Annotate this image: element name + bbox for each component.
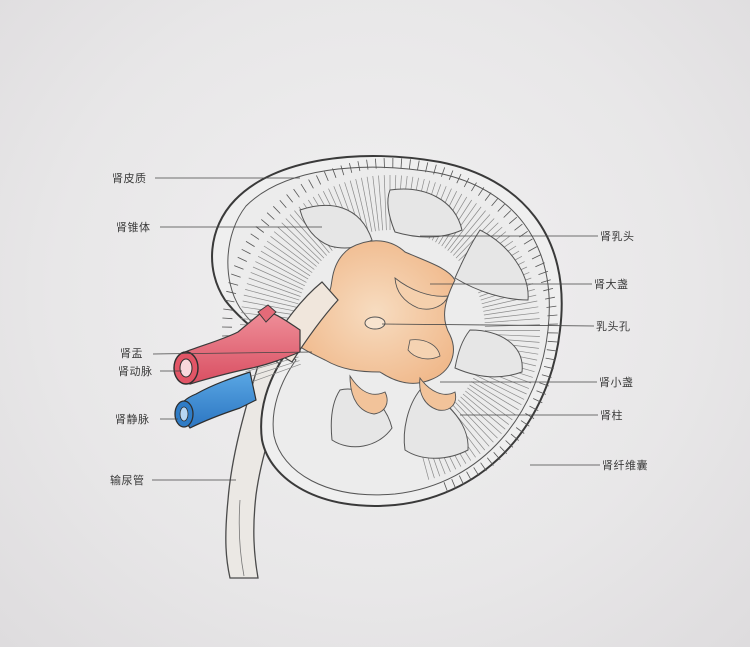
label-ureter: 输尿管: [110, 474, 145, 487]
label-renal-pelvis: 肾盂: [120, 347, 143, 360]
renal-vein-shape: [174, 371, 257, 429]
label-papillary-foramen: 乳头孔: [596, 320, 631, 333]
leader-lines: [152, 177, 600, 481]
renal-pelvis-area: [296, 240, 457, 415]
label-minor-calyx: 肾小盏: [599, 376, 634, 389]
renal-artery-shape: [173, 304, 301, 385]
label-renal-column: 肾柱: [600, 409, 623, 422]
label-renal-papilla: 肾乳头: [600, 230, 635, 243]
label-renal-cortex: 肾皮质: [112, 172, 147, 185]
label-renal-vein: 肾静脉: [115, 413, 150, 426]
label-renal-artery: 肾动脉: [118, 365, 153, 378]
label-renal-pyramid: 肾锥体: [116, 221, 151, 234]
label-major-calyx: 肾大盏: [594, 278, 629, 291]
label-fibrous-capsule: 肾纤维囊: [602, 459, 648, 472]
renal-pyramids: [299, 188, 529, 459]
